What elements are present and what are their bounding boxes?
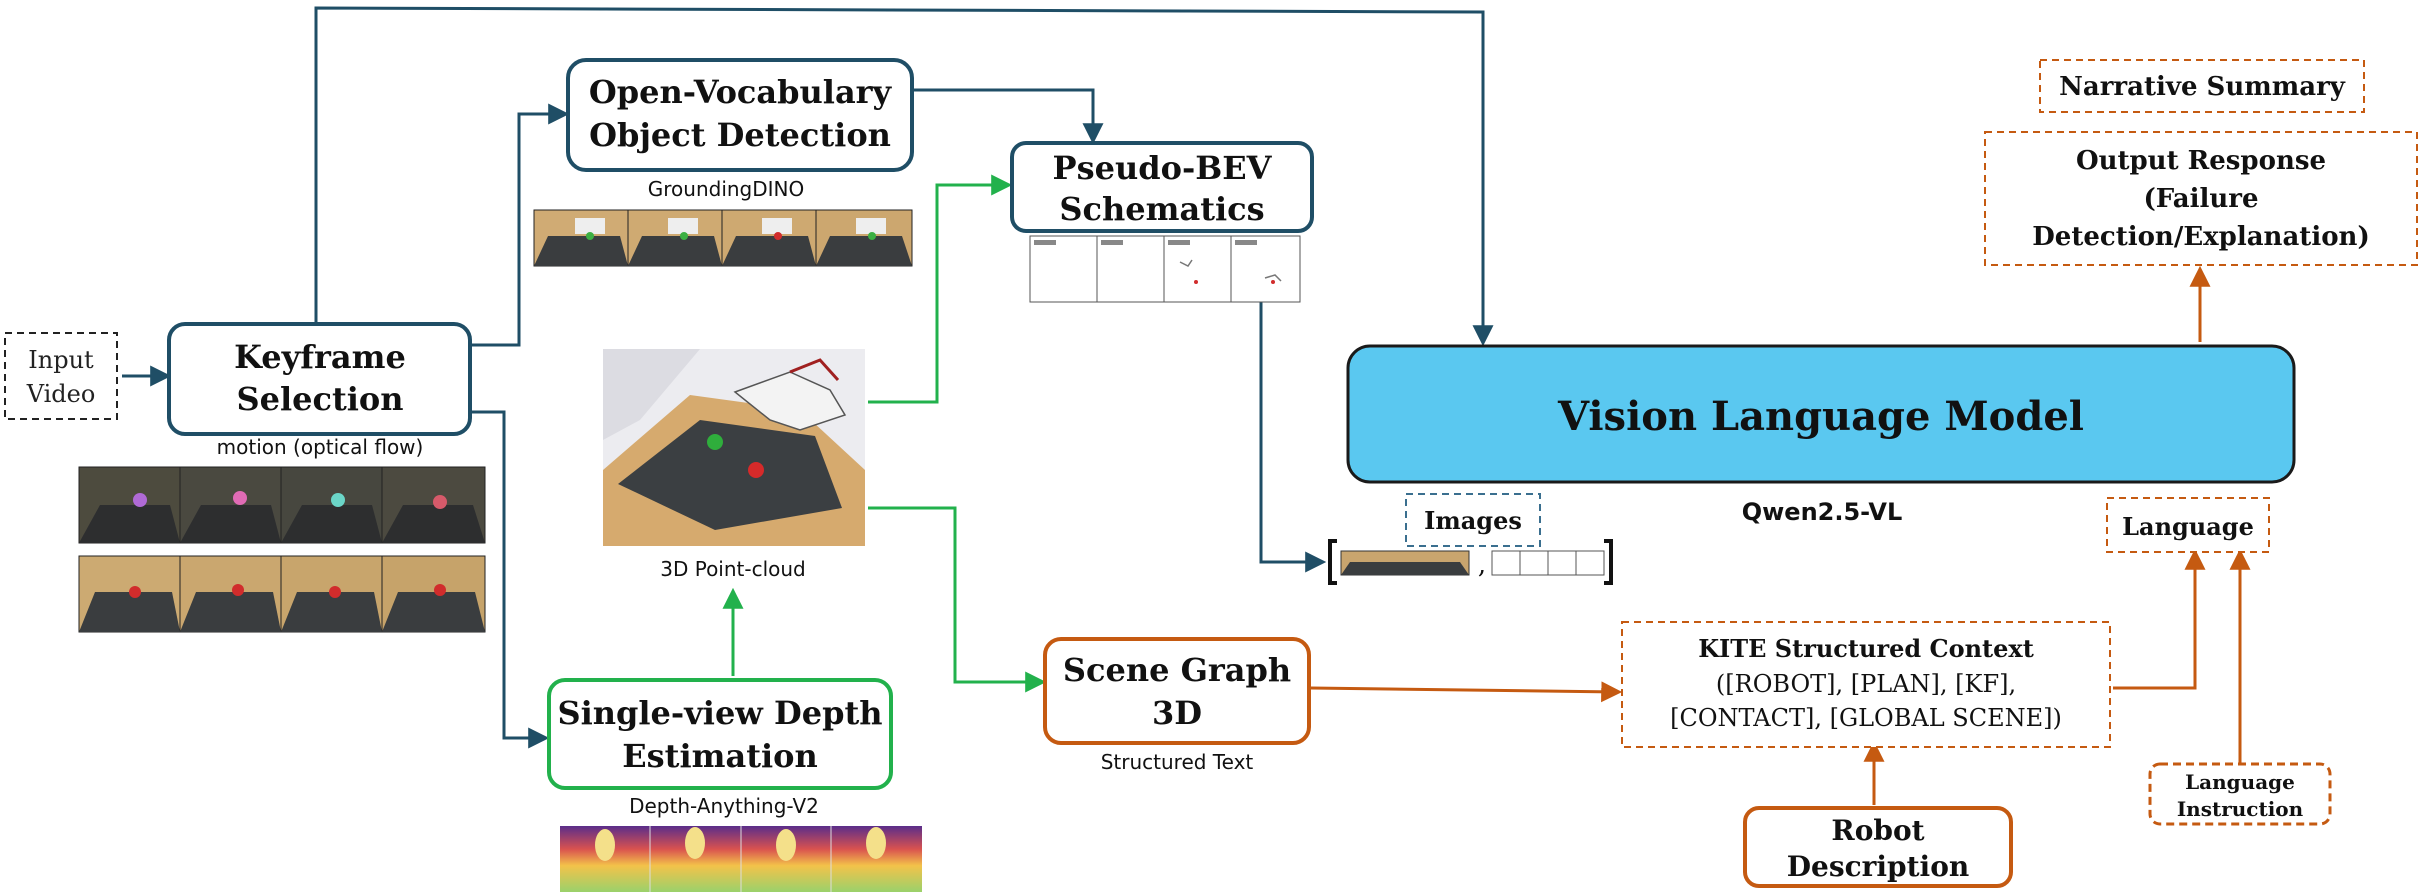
scene-graph-line2: 3D [1152,694,1202,732]
images-input-group: Images , [1328,493,1613,585]
ovod-thumbnails [533,209,913,267]
depth-line2: Estimation [622,737,817,775]
pointcloud-caption: 3D Point-cloud [660,557,806,581]
language-label: Language [2122,512,2254,541]
keyframe-line2: Selection [236,380,403,418]
scene-graph-node: Scene Graph 3D Structured Text [1043,637,1311,774]
keyframe-selection-node: Keyframe Selection motion (optical flow) [167,322,472,459]
navy-arrows [122,6,1494,749]
ovod-line2: Object Detection [589,116,891,154]
lang-instruction-line2: Instruction [2177,797,2304,821]
ovod-caption: GroundingDINO [648,177,805,201]
lang-instruction-line1: Language [2185,770,2295,794]
bev-thumbnails [1029,235,1301,303]
images-label: Images [1424,506,1522,535]
vlm-caption: Qwen2.5-VL [1742,498,1903,526]
bev-line1: Pseudo-BEV [1053,149,1273,187]
bev-line2: Schematics [1059,190,1264,228]
narrative-summary-node: Narrative Summary [2039,59,2365,113]
output-line1: Output Response [2076,146,2326,176]
input-video-line2: Video [26,380,96,408]
narrative-label: Narrative Summary [2059,72,2346,102]
depth-thumbnails [560,826,922,892]
kite-line3: [CONTACT], [GLOBAL SCENE]) [1670,704,2062,732]
ovod-line1: Open-Vocabulary [589,73,893,111]
keyframe-caption: motion (optical flow) [217,435,424,459]
arrow-kite-to-language [2113,548,2206,690]
depth-node: Single-view Depth Estimation Depth-Anyth… [547,678,893,818]
pointcloud-image: 3D Point-cloud [603,349,865,581]
arrow-pointcloud-to-bev [868,174,1013,404]
input-video-line1: Input [28,346,94,374]
arrow-ovod-to-bev [912,88,1104,145]
green-arrows [722,174,1047,693]
output-response-node: Output Response (Failure Detection/Expla… [1984,131,2418,266]
arrow-scenegraph-to-kite [1310,681,1623,703]
arrow-pointcloud-to-scenegraph [868,506,1047,693]
arrow-keyframe-to-ovod [472,103,570,347]
ovod-node: Open-Vocabulary Object Detection Groundi… [566,58,914,201]
arrow-bev-to-images [1259,262,1327,573]
kite-line1: KITE Structured Context [1698,634,2034,663]
scene-graph-caption: Structured Text [1101,750,1254,774]
robot-desc-line2: Description [1787,850,1969,883]
robot-desc-line1: Robot [1831,814,1924,847]
keyframe-thumbnails [78,466,486,633]
output-line3: Detection/Explanation) [2032,222,2370,252]
scene-graph-line1: Scene Graph [1063,651,1291,689]
vlm-title: Vision Language Model [1557,393,2084,440]
arrow-keyframe-to-vlm [314,6,1494,347]
vlm-node: Vision Language Model Qwen2.5-VL [1346,344,2296,526]
kite-line2: ([ROBOT], [PLAN], [KF], [1716,670,2016,698]
kite-context-node: KITE Structured Context ([ROBOT], [PLAN]… [1621,621,2111,748]
bev-node: Pseudo-BEV Schematics [1010,141,1314,233]
bracket-comma: , [1478,550,1486,580]
keyframe-line1: Keyframe [234,338,406,376]
orange-arrows [1310,265,2251,805]
input-video-node: Input Video [4,332,118,420]
depth-caption: Depth-Anything-V2 [629,794,819,818]
language-instruction-node: Language Instruction [2148,762,2332,826]
language-input-group: Language [2106,497,2270,553]
depth-line1: Single-view Depth [557,694,882,732]
robot-description-node: Robot Description [1743,806,2013,888]
output-line2: (Failure [2143,184,2258,214]
arrow-keyframe-to-depth [472,410,550,749]
